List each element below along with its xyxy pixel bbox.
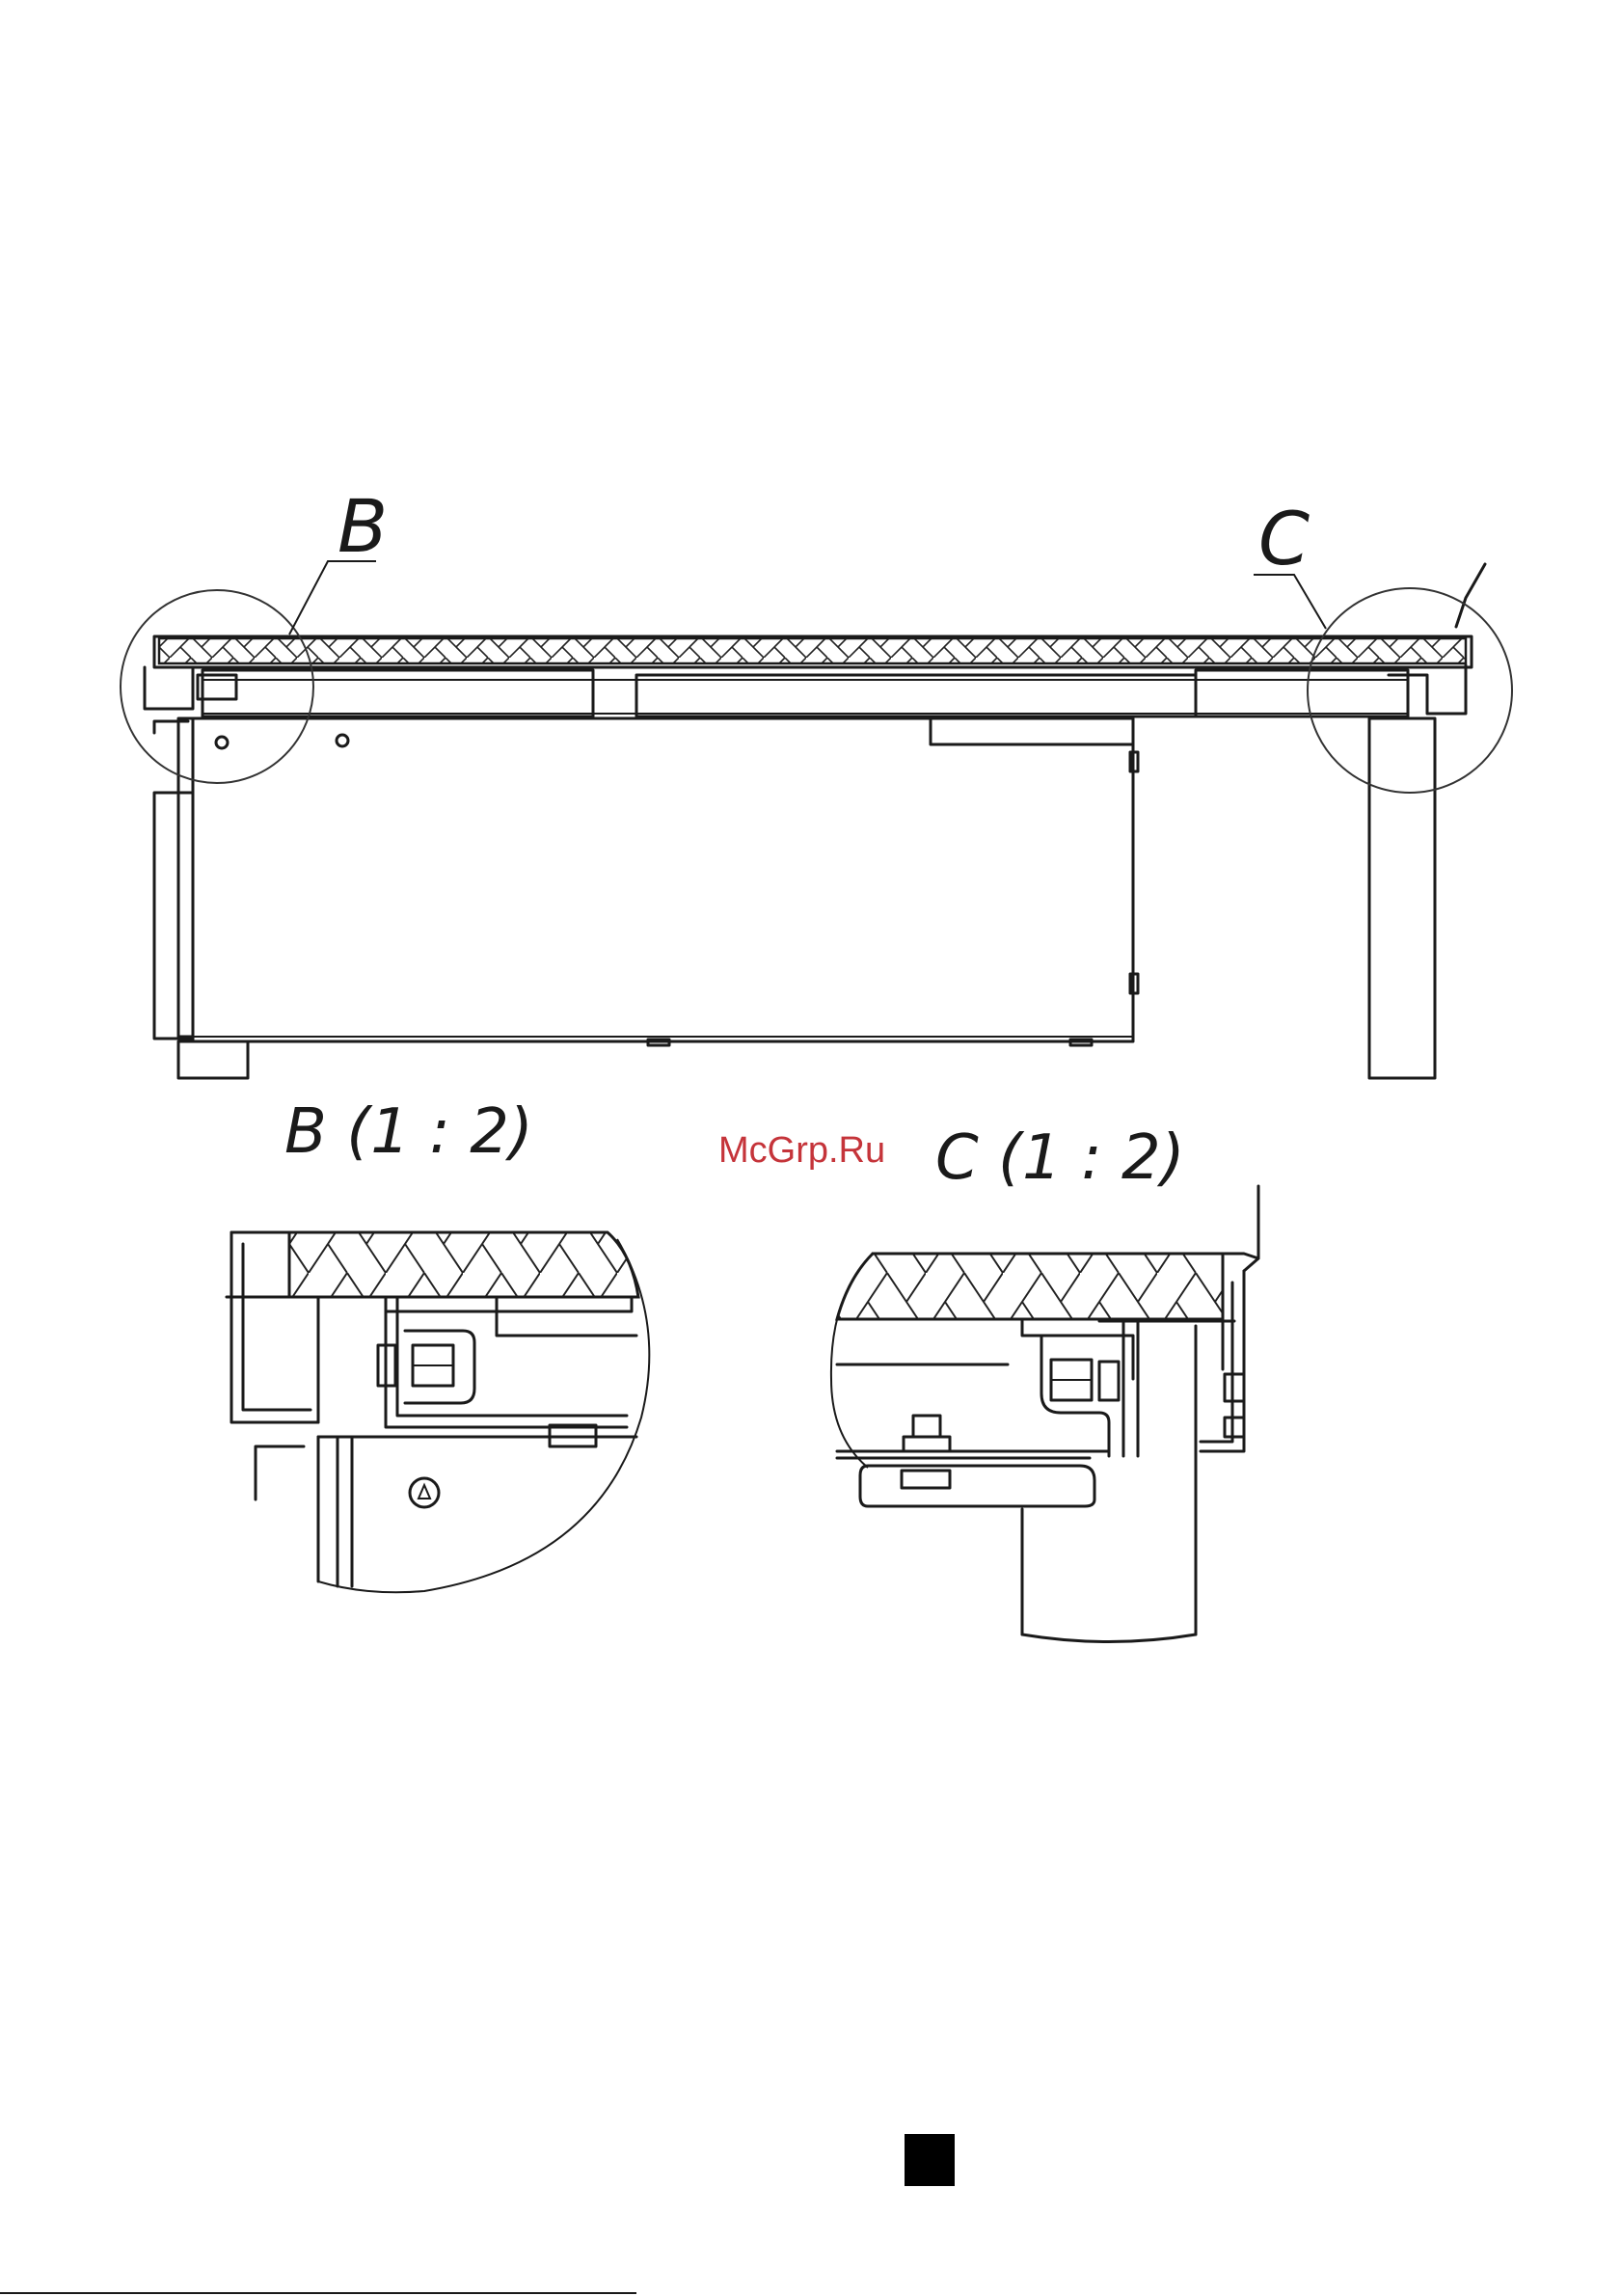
detail-c-nut xyxy=(913,1416,940,1437)
watermark: McGrp.Ru xyxy=(718,1130,885,1171)
callout-label-b: B xyxy=(338,483,388,569)
worktop-panel xyxy=(159,638,1466,663)
middle-rail xyxy=(636,675,1196,716)
leader-line-c xyxy=(1254,575,1326,629)
rear-rail xyxy=(1196,670,1408,716)
detail-b-title: B (1 : 2) xyxy=(284,1096,533,1168)
page-marker xyxy=(905,2134,955,2186)
detail-b-bracket xyxy=(386,1297,627,1427)
detail-c-view: McGrp.Ru C (1 : 2) xyxy=(718,1122,1258,1642)
right-leg xyxy=(1369,718,1435,1078)
left-end-bracket xyxy=(145,667,193,709)
detail-c-worktop xyxy=(837,1254,1223,1319)
leader-line-b xyxy=(289,561,376,635)
left-side-panel xyxy=(154,793,193,1039)
detail-c-plate xyxy=(860,1466,1094,1506)
detail-c-title: C (1 : 2) xyxy=(935,1122,1185,1194)
detail-b-worktop xyxy=(289,1232,638,1297)
main-assembly-view: B C xyxy=(121,483,1512,1078)
detail-b-view: B (1 : 2) xyxy=(227,1096,649,1592)
callout-circle-c xyxy=(1308,588,1512,793)
callout-circle-b xyxy=(121,590,313,783)
left-foot xyxy=(178,1041,248,1078)
front-rail xyxy=(203,670,593,716)
detail-c-leg xyxy=(1022,1326,1196,1634)
right-end-bracket xyxy=(1389,665,1466,714)
callout-label-c: C xyxy=(1258,496,1310,581)
cabinet-body xyxy=(193,718,1133,1041)
